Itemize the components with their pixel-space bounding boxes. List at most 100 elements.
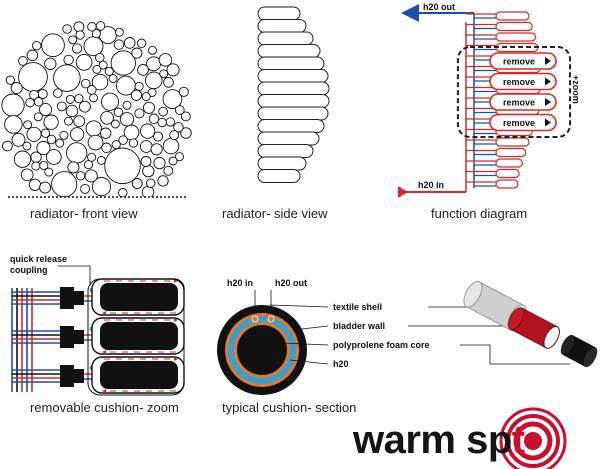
- bubble: [53, 64, 81, 92]
- bubble: [11, 132, 26, 147]
- bubble: [134, 108, 145, 119]
- remove-label: remove: [503, 98, 535, 108]
- bubble: [43, 114, 59, 130]
- bubble: [53, 88, 63, 98]
- bubble: [92, 64, 102, 74]
- bubble: [26, 126, 42, 142]
- bubble: [30, 151, 42, 163]
- bubble: [55, 138, 65, 148]
- bubble: [145, 178, 156, 188]
- cushion-core: [100, 283, 178, 311]
- bubble: [33, 112, 43, 122]
- bubble: [40, 128, 51, 138]
- bubble: [45, 149, 62, 165]
- bubble: [87, 134, 104, 151]
- bubble: [26, 49, 39, 62]
- bubble: [75, 53, 93, 71]
- bubble: [18, 56, 28, 66]
- side-pill: [257, 56, 325, 71]
- cushion-core: [100, 361, 178, 389]
- bubble: [63, 54, 74, 66]
- section-inlet-label: h20 in: [227, 278, 253, 288]
- remove-pill: [489, 93, 557, 111]
- side-pill: [257, 6, 301, 21]
- loop: [495, 137, 530, 147]
- callout-label: h20: [333, 359, 349, 369]
- bubble: [98, 60, 108, 70]
- bubble: [39, 102, 53, 117]
- bubble: [162, 137, 180, 155]
- function-diagram: h20 out h20 in +zoom removeremoveremover…: [398, 2, 581, 221]
- bubble: [165, 117, 175, 127]
- bubble: [134, 81, 144, 91]
- bubble: [153, 131, 164, 142]
- bubble: [75, 30, 85, 40]
- bubble: [148, 113, 160, 125]
- bubble: [28, 178, 42, 191]
- bubble: [100, 92, 120, 111]
- coupling-block: [60, 326, 74, 348]
- bubble: [114, 27, 124, 37]
- bubble: [46, 134, 57, 145]
- bubble: [2, 140, 13, 152]
- bubble: [141, 92, 151, 102]
- bubble: [173, 122, 184, 133]
- loop: [495, 147, 527, 158]
- bubble: [25, 97, 35, 108]
- bubble: [22, 141, 32, 151]
- bubble: [131, 47, 143, 59]
- bubble: [75, 171, 86, 181]
- bubble: [73, 115, 86, 128]
- remove-label: remove: [503, 77, 535, 87]
- callout-label: bladder wall: [333, 321, 385, 331]
- zoom-pipes: [11, 287, 100, 392]
- bubble: [51, 171, 78, 197]
- section-outlet-label: h20 out: [275, 278, 307, 288]
- radiator-bubbles: [1, 21, 192, 197]
- bubble: [74, 93, 84, 104]
- bubble: [44, 57, 57, 70]
- bubble: [91, 177, 112, 197]
- bubble: [159, 69, 169, 79]
- cushion-stack-outline: [87, 278, 185, 396]
- bubble: [139, 123, 156, 139]
- bubble: [1, 93, 25, 117]
- bubble: [4, 115, 23, 134]
- side-pill: [257, 131, 320, 146]
- bubble: [178, 86, 189, 97]
- bubble: [158, 106, 168, 117]
- bubble: [95, 52, 105, 63]
- bubble: [80, 183, 91, 194]
- bubble: [122, 100, 132, 110]
- bubble: [166, 63, 180, 77]
- outlet-port: [267, 315, 275, 323]
- bubble: [66, 142, 88, 164]
- caption-cushion-section: typical cushion- section: [222, 400, 356, 415]
- side-pill: [257, 106, 329, 121]
- bubble: [89, 93, 98, 103]
- bubble: [150, 143, 163, 156]
- bubble: [39, 160, 49, 170]
- callout-leader: [281, 342, 329, 346]
- bubble: [111, 140, 121, 150]
- bubble: [64, 116, 73, 126]
- side-pill: [257, 94, 330, 108]
- bubble: [142, 101, 156, 114]
- loop: [495, 168, 520, 179]
- bubble: [13, 150, 32, 168]
- radiator-front-view: radiator- front view: [1, 21, 192, 221]
- bubble: [142, 164, 155, 178]
- coupling-plug: [74, 369, 84, 383]
- bubble: [20, 168, 34, 182]
- loop: [495, 11, 530, 21]
- bubble: [136, 38, 147, 49]
- play-icon: [545, 77, 551, 86]
- bubble: [128, 138, 139, 148]
- exploded-cushion: [463, 281, 598, 368]
- loop: [495, 21, 533, 32]
- caption-function-diagram: function diagram: [431, 206, 527, 221]
- caption-side-view: radiator- side view: [222, 206, 328, 221]
